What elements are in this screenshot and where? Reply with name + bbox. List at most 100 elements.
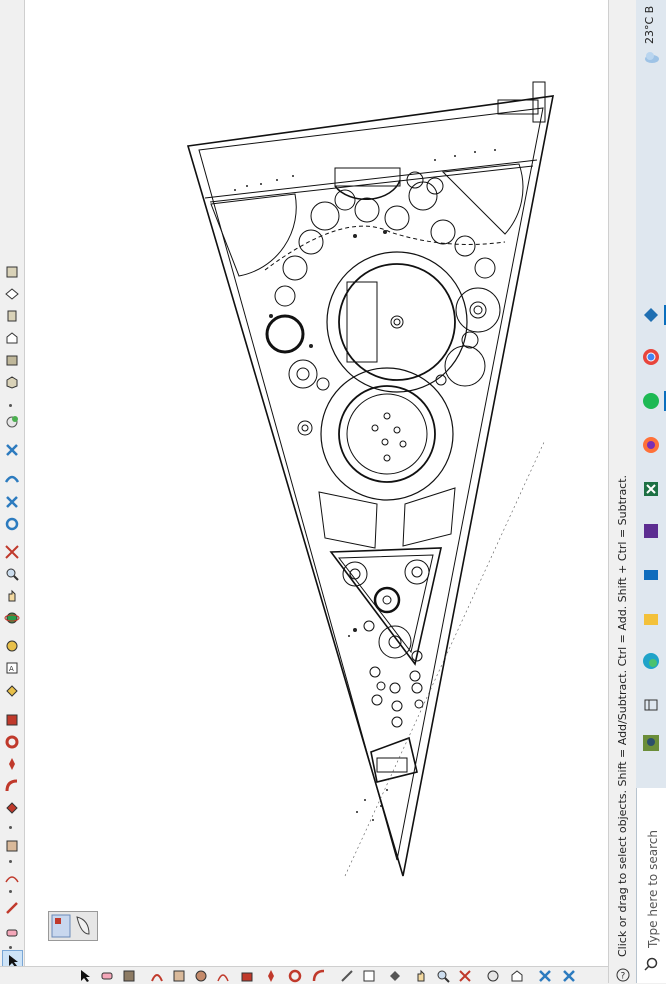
corner-garden-left <box>210 193 297 277</box>
taskbar-spotify[interactable] <box>638 388 666 414</box>
zoom-icon[interactable] <box>2 564 21 583</box>
visual-studio-icon <box>644 524 658 538</box>
plaza-platform <box>346 281 378 363</box>
gate-structure <box>532 81 546 123</box>
pencil-icon[interactable] <box>2 898 21 917</box>
lower-plaza-circle <box>320 367 454 501</box>
follow-me-icon[interactable] <box>2 776 21 795</box>
taskbar-photo-app[interactable] <box>638 730 664 756</box>
lawn-panel-left <box>318 491 378 549</box>
iso-view-icon[interactable] <box>2 372 21 391</box>
offset-icon[interactable] <box>2 798 21 817</box>
toolbar-grip[interactable] <box>9 404 12 407</box>
central-plaza-circle <box>326 251 468 393</box>
front-view-icon[interactable] <box>2 262 21 281</box>
left-view-icon[interactable] <box>2 350 21 369</box>
move-icon[interactable] <box>2 710 21 729</box>
search-placeholder: Type here to search <box>646 830 660 948</box>
excel-icon <box>644 482 658 496</box>
eraser-tool-icon[interactable] <box>100 969 114 983</box>
taskbar-sketchup[interactable] <box>638 302 666 328</box>
drape-icon[interactable] <box>2 514 21 533</box>
zoom-extents-tool-icon[interactable] <box>458 969 472 983</box>
tip-bench <box>376 757 408 773</box>
rectangle-icon[interactable] <box>2 836 21 855</box>
polygon-tool-icon[interactable] <box>216 969 230 983</box>
top-band-line <box>209 165 534 203</box>
vegetation-texture <box>234 149 496 821</box>
tip-pavilion <box>370 736 418 783</box>
paint-tool-icon[interactable] <box>388 969 402 983</box>
sandbox-icon[interactable] <box>2 440 21 459</box>
circle-tool-icon[interactable] <box>194 969 208 983</box>
freehand-tool-icon[interactable] <box>150 969 164 983</box>
inner-court <box>329 547 443 666</box>
tape-measure-tool-icon[interactable] <box>340 969 354 983</box>
rotate-icon[interactable] <box>2 732 21 751</box>
toolbar-grip[interactable] <box>9 826 12 829</box>
taskbar-chrome[interactable] <box>638 344 664 370</box>
toolbar-grip[interactable] <box>9 860 12 863</box>
text-tool-icon[interactable] <box>362 969 376 983</box>
right-view-icon[interactable] <box>2 306 21 325</box>
search-icon <box>644 957 658 971</box>
pan-icon[interactable] <box>2 586 21 605</box>
taskbar-excel[interactable] <box>638 476 664 502</box>
top-band-line <box>204 159 538 199</box>
position-camera-icon[interactable] <box>2 636 21 655</box>
select-icon[interactable] <box>2 950 23 971</box>
rotate-tool-icon[interactable] <box>288 969 302 983</box>
taskbar-edge[interactable] <box>638 648 664 674</box>
site-boundary <box>186 95 554 877</box>
toolbar-grip[interactable] <box>9 890 12 893</box>
component-icon[interactable] <box>2 412 21 431</box>
zoom-tool-icon[interactable] <box>436 969 450 983</box>
taskbar-file-explorer[interactable] <box>638 606 664 632</box>
smoove-icon[interactable] <box>2 468 21 487</box>
top-view-icon[interactable] <box>2 284 21 303</box>
back-view-icon[interactable] <box>2 328 21 347</box>
eraser-icon[interactable] <box>2 922 21 941</box>
stamp-icon[interactable] <box>2 492 21 511</box>
entrance-arc <box>334 179 401 201</box>
taskbar-task-view[interactable] <box>638 692 664 718</box>
pan-tool-icon[interactable] <box>414 969 428 983</box>
rectangle-tool-icon[interactable] <box>172 969 186 983</box>
scale-icon[interactable] <box>2 754 21 773</box>
task-view-icon <box>644 699 658 711</box>
spotify-icon <box>643 393 659 409</box>
text-icon[interactable]: A <box>2 658 21 677</box>
bottom-toolbar <box>0 966 610 984</box>
taskbar-mail[interactable] <box>638 562 664 588</box>
sandbox-tool-icon[interactable] <box>538 969 552 983</box>
svg-text:A: A <box>9 665 14 673</box>
taskbar-firefox[interactable] <box>638 432 664 458</box>
fountain-left <box>265 314 305 354</box>
select-tool-icon[interactable] <box>78 969 92 983</box>
file-explorer-icon <box>644 614 658 625</box>
weather-cloud-icon <box>645 52 659 63</box>
zoom-extents-icon[interactable] <box>2 542 21 561</box>
taskbar-visual-studio[interactable] <box>638 518 664 544</box>
move-tool-icon[interactable] <box>264 969 278 983</box>
left-toolbar: A <box>0 0 25 971</box>
central-plaza-ring <box>338 263 456 381</box>
taskbar-search-box[interactable]: Type here to search <box>636 788 666 983</box>
line-tool-icon[interactable] <box>122 969 136 983</box>
help-icon[interactable]: ? <box>616 968 630 982</box>
weather-text: 23°C B <box>643 5 656 44</box>
scene-tabs-thumbnail[interactable] <box>48 911 98 941</box>
sandbox-smoove-tool-icon[interactable] <box>562 969 576 983</box>
section-tool-icon[interactable] <box>486 969 500 983</box>
status-hint-text: Click or drag to select objects. Shift =… <box>616 474 629 957</box>
orbit-icon[interactable] <box>2 608 21 627</box>
corner-garden-right <box>441 163 524 235</box>
scale-tool-icon[interactable] <box>312 969 326 983</box>
arc-icon[interactable] <box>2 868 21 887</box>
drawing-viewport[interactable] <box>25 0 608 966</box>
house-tool-icon[interactable] <box>510 969 524 983</box>
weather-widget[interactable]: 23°C B <box>636 0 666 80</box>
paint-bucket-icon[interactable] <box>2 680 21 699</box>
toolbar-grip[interactable] <box>9 946 12 949</box>
push-pull-tool-icon[interactable] <box>240 969 254 983</box>
